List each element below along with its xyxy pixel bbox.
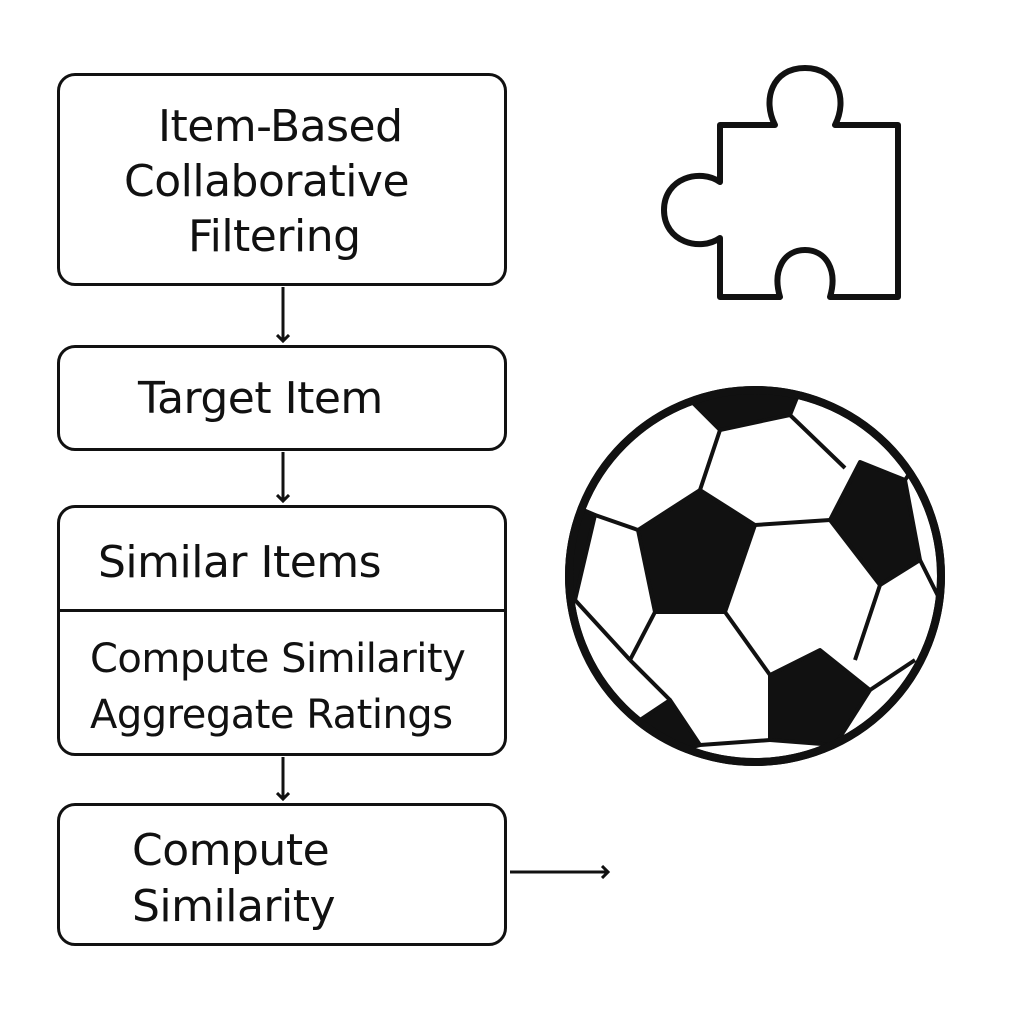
target-item-box: Target Item xyxy=(57,345,507,451)
compute-line-1: Compute xyxy=(132,825,330,876)
soccer-ball-icon xyxy=(565,386,945,766)
puzzle-piece-icon xyxy=(661,65,901,300)
compute-similarity-line: Compute Similarity xyxy=(90,636,466,682)
compute-similarity-box: Compute Similarity xyxy=(57,803,507,946)
divider xyxy=(60,609,504,612)
title-line-3: Filtering xyxy=(188,211,361,262)
similar-items-header: Similar Items xyxy=(98,537,382,588)
similar-items-box: Similar Items Compute Similarity Aggrega… xyxy=(57,505,507,756)
aggregate-ratings-line: Aggregate Ratings xyxy=(90,692,453,738)
target-item-label: Target Item xyxy=(138,373,383,424)
title-line-1: Item-Based xyxy=(158,101,403,152)
compute-line-2: Similarity xyxy=(132,881,336,932)
title-box: Item-Based Collaborative Filtering xyxy=(57,73,507,286)
title-line-2: Collaborative xyxy=(124,156,410,207)
